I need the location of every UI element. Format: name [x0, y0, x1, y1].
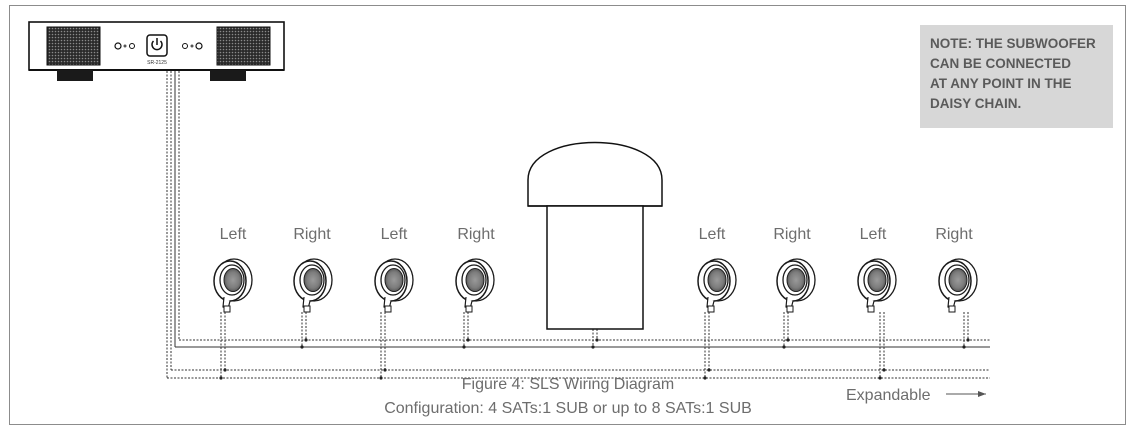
speaker-label: Left — [699, 226, 726, 243]
satellite-speaker-5 — [697, 258, 737, 313]
amplifier-left-grille — [46, 26, 101, 66]
figure-subtitle: Configuration: 4 SATs:1 SUB or up to 8 S… — [384, 400, 752, 417]
satellite-speaker-7 — [857, 258, 897, 313]
speaker-label: Left — [220, 226, 247, 243]
satellite-speaker-3 — [374, 258, 414, 313]
arrow-right-icon — [946, 391, 986, 397]
speaker-label: Left — [381, 226, 408, 243]
speaker-label: Left — [860, 226, 887, 243]
satellite-speaker-2 — [293, 258, 333, 313]
wiring — [166, 71, 990, 379]
amplifier: SR-2125 — [28, 21, 285, 81]
note-box: NOTE: THE SUBWOOFER CAN BE CONNECTED AT … — [920, 25, 1113, 128]
figure-title: Figure 4: SLS Wiring Diagram — [462, 376, 675, 393]
speaker-label: Right — [935, 226, 973, 243]
speaker-label: Right — [293, 226, 331, 243]
satellite-speaker-8 — [938, 258, 978, 313]
satellite-speaker-1 — [213, 258, 253, 313]
diagram-frame — [9, 5, 1126, 425]
subwoofer — [527, 141, 663, 330]
expandable-label: Expandable — [846, 387, 931, 404]
note-text: NOTE: THE SUBWOOFER CAN BE CONNECTED AT … — [930, 36, 1096, 111]
power-icon — [146, 34, 168, 57]
amplifier-right-grille — [216, 26, 271, 66]
speaker-label: Right — [773, 226, 811, 243]
satellite-speaker-4 — [455, 258, 495, 313]
satellite-speaker-6 — [776, 258, 816, 313]
speaker-label: Right — [457, 226, 495, 243]
amplifier-model-label: SR-2125 — [147, 60, 167, 66]
